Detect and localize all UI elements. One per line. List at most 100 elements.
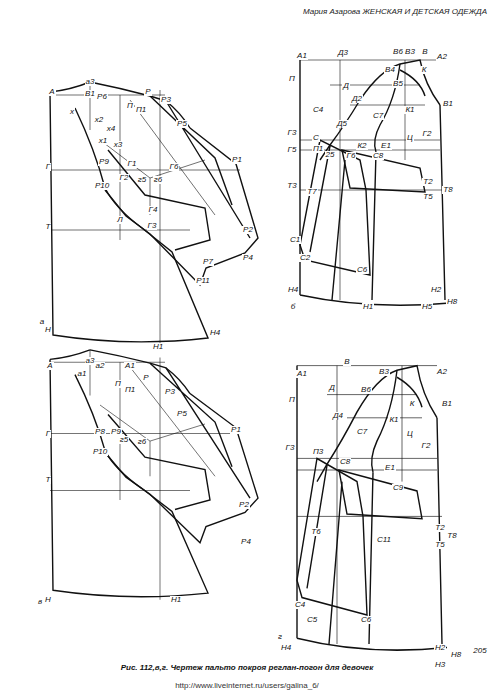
point-label: г6 [153, 176, 163, 184]
point-label: б [290, 303, 297, 311]
point-label: Р7 [202, 258, 214, 266]
point-label: А [48, 88, 55, 96]
point-label: Г2 [421, 442, 432, 450]
point-label: Р8 [94, 428, 106, 436]
watermark: http://www.liveinternet.ru/users/galina_… [174, 682, 320, 690]
point-label: в [37, 598, 43, 606]
point-label: Р1 [231, 156, 243, 164]
point-label: Н [44, 326, 52, 334]
point-label: А1 [124, 362, 136, 370]
point-label: В [343, 358, 350, 366]
point-label: Р3 [164, 388, 176, 396]
running-header: Мария Азарова ЖЕНСКАЯ И ДЕТСКАЯ ОДЕЖДА [302, 8, 488, 16]
point-label: Р5 [176, 410, 188, 418]
point-label: В6 [392, 48, 404, 56]
point-label: Г [45, 430, 51, 438]
point-label: Р [142, 374, 149, 382]
point-label: Т8 [446, 532, 457, 540]
point-label: Т6 [310, 528, 321, 536]
point-label: Т2 [422, 178, 433, 186]
point-label: В1 [442, 100, 454, 108]
point-label: В3 [378, 368, 390, 376]
point-label: К [421, 66, 428, 74]
point-label: Р4 [240, 538, 252, 546]
point-label: Т3 [286, 182, 297, 190]
point-label: С1 [289, 236, 301, 244]
point-label: П1 [135, 106, 147, 114]
point-label: а3 [85, 78, 96, 86]
point-label: А1 [296, 370, 308, 378]
point-label: Н4 [209, 329, 221, 337]
point-label: Т2 [434, 524, 445, 532]
point-label: Т [45, 223, 52, 231]
point-label: Г2 [422, 130, 433, 138]
point-label: Т5 [422, 193, 433, 201]
point-label: Л [116, 216, 123, 224]
point-label: г6 [137, 438, 147, 446]
point-label: Н2 [434, 644, 446, 652]
point-label: П1 [124, 386, 136, 394]
point-label: Д2 [351, 95, 363, 103]
point-label: А [46, 362, 53, 370]
point-label: а [39, 318, 45, 326]
point-label: В1 [84, 90, 96, 98]
point-label: П [288, 396, 296, 404]
point-label: Р4 [242, 254, 254, 262]
point-label: Г3 [287, 129, 298, 137]
point-label: Г1 [127, 160, 138, 168]
point-label: Р5 [176, 120, 188, 128]
point-label: Р2 [238, 501, 250, 509]
point-label: Р6 [96, 93, 108, 101]
figure-caption: Рис. 112,в,г. Чертеж пальто покроя регла… [120, 664, 375, 672]
point-label: П [288, 75, 296, 83]
point-label: х [69, 108, 75, 116]
point-label: С4 [294, 601, 306, 609]
point-label: г5 [119, 436, 129, 444]
point-label: Н3 [434, 661, 446, 669]
point-label: х2 [94, 116, 104, 124]
point-label: Д3 [337, 49, 349, 57]
point-label: х3 [113, 141, 123, 149]
point-label: а2 [95, 362, 106, 370]
point-label: П [126, 102, 134, 110]
point-label: г5 [137, 176, 147, 184]
point-label: х1 [98, 137, 108, 145]
point-label: П1 [312, 145, 324, 153]
point-label: 25 [325, 151, 336, 159]
point-label: Р10 [94, 182, 110, 190]
point-label: С6 [360, 616, 372, 624]
point-label: Н5 [421, 303, 433, 311]
point-label: С9 [392, 484, 404, 492]
page-number: 205 [472, 647, 487, 655]
point-label: В3 [404, 48, 416, 56]
point-label: Р1 [230, 426, 242, 434]
point-label: В6 [360, 386, 372, 394]
point-label: Н4 [280, 644, 292, 652]
point-label: Т5 [434, 541, 445, 549]
point-label: Г2 [119, 174, 130, 182]
point-label: Т [45, 476, 52, 484]
point-label: Д4 [332, 412, 344, 420]
point-label: Н1 [152, 343, 164, 351]
point-label: К1 [404, 106, 415, 114]
point-label: В5 [392, 80, 404, 88]
point-label: Т8 [442, 186, 453, 194]
point-label: Р2 [242, 226, 254, 234]
point-label: С11 [376, 536, 392, 544]
point-label: Н1 [170, 596, 182, 604]
point-label: П3 [312, 448, 324, 456]
point-label: Е1 [384, 464, 396, 472]
point-label: П [114, 380, 122, 388]
point-label: Р11 [195, 277, 211, 285]
point-label: В4 [384, 66, 396, 74]
point-label: Ц [406, 430, 414, 438]
point-label: Р [144, 88, 151, 96]
point-label: Д5 [336, 120, 348, 128]
point-label: Н8 [446, 298, 458, 306]
point-label: Р9 [98, 158, 110, 166]
point-label: Ц [406, 134, 414, 142]
point-label: Н2 [430, 286, 442, 294]
point-label: Р3 [160, 96, 172, 104]
point-label: Р10 [92, 448, 108, 456]
